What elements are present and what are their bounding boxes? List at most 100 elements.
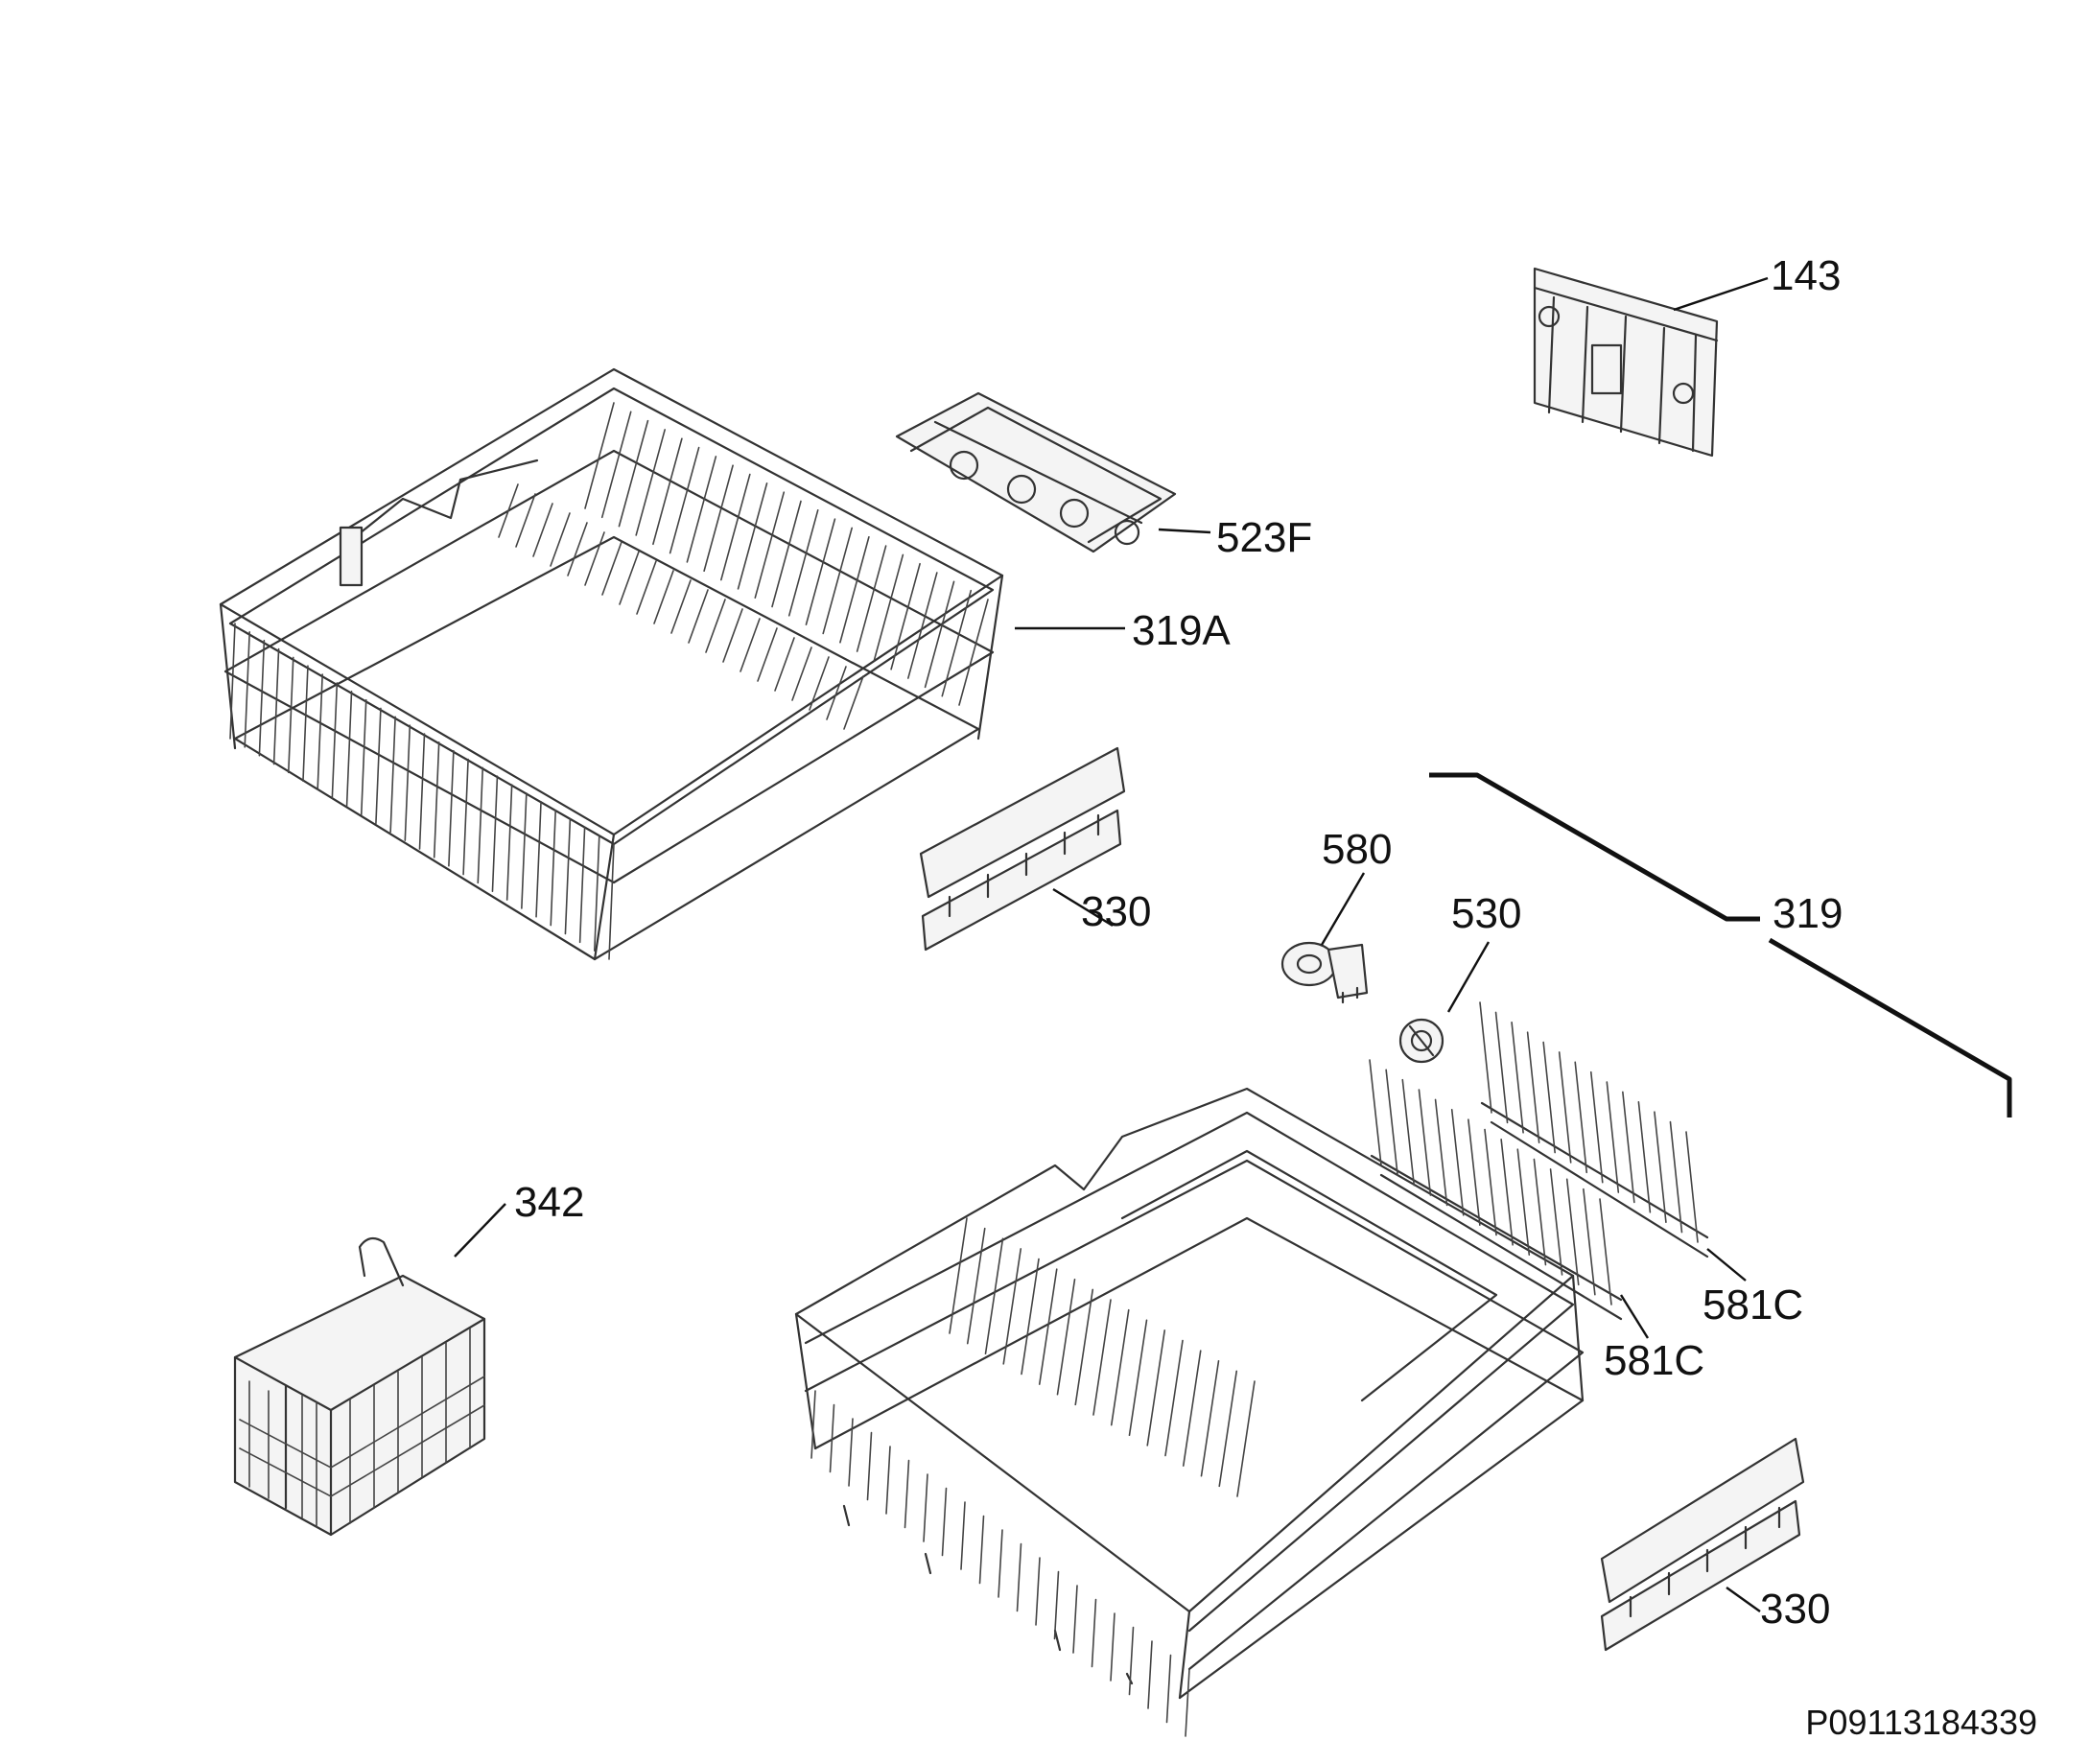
rail-cover-330-bottom (1600, 1437, 1805, 1652)
wire-tine (774, 637, 795, 692)
wire-tine (578, 826, 586, 944)
wire-tine (848, 1418, 854, 1487)
wire-tine (941, 589, 973, 697)
lower-basket-tines (810, 1217, 1256, 1737)
wire-tine (389, 716, 396, 834)
wire-tine (829, 1403, 835, 1473)
wire-tine (873, 553, 904, 662)
wire-tine (317, 673, 323, 790)
wire-tine (1511, 1021, 1524, 1134)
callout-530: 530 (1451, 890, 1521, 937)
wire-tine (418, 733, 426, 850)
wire-tine (1002, 1248, 1022, 1365)
wire-tine (584, 402, 615, 509)
wire-tine (924, 580, 955, 689)
side-strip-319 (1429, 772, 2012, 1117)
callout-319a: 319A (1132, 607, 1231, 654)
wire-tine (550, 809, 557, 927)
wire-tine (653, 570, 674, 624)
wire-tine (535, 800, 542, 918)
wire-tine (809, 656, 830, 711)
wire-tine (843, 675, 864, 730)
folding-tine-rack-523f (895, 391, 1177, 553)
wire-tine (1110, 1612, 1115, 1682)
wire-tine (1622, 1091, 1635, 1204)
wire-tine (1574, 1061, 1588, 1174)
wire-tine (1147, 1640, 1153, 1709)
wire-tine (258, 639, 266, 757)
wire-tine (998, 1529, 1003, 1598)
wire-tine (1091, 1598, 1097, 1668)
wire-tine (907, 572, 938, 679)
wire-tine (1549, 1168, 1563, 1276)
wire-tine (1072, 1585, 1078, 1654)
wire-tine (1450, 1108, 1465, 1216)
wire-tine (805, 518, 836, 625)
wire-tine (1500, 1139, 1514, 1246)
upper-basket-319a (219, 367, 1004, 961)
callout-581c-right: 581C (1703, 1282, 1803, 1329)
wire-tine (1599, 1198, 1612, 1305)
wire-tine (1218, 1370, 1238, 1488)
wire-tine (272, 647, 280, 765)
wire-tine (567, 522, 588, 576)
wire-tine (1583, 1188, 1596, 1296)
wire-tine (822, 527, 853, 635)
wire-tine (856, 545, 887, 652)
rail-cover-330-top (919, 746, 1126, 952)
wire-tine (1074, 1288, 1094, 1406)
wire-tine (885, 1446, 891, 1515)
wire-tine (532, 503, 553, 557)
wire-tine (515, 493, 536, 548)
wire-tine (866, 1431, 873, 1501)
wire-tine (1038, 1268, 1058, 1385)
wire-tine (521, 792, 528, 909)
wire-tine (1494, 1011, 1509, 1124)
upper-basket-tines (229, 402, 989, 960)
wire-tine (302, 665, 309, 783)
tine-row-left-tines (1369, 1059, 1612, 1305)
wire-tine (360, 698, 367, 816)
reference-code: P09113184339 (1805, 1703, 2037, 1742)
wire-tine (1558, 1051, 1572, 1164)
wire-tine (584, 531, 605, 586)
wire-tine (1542, 1041, 1556, 1154)
wire-tine (1369, 1059, 1382, 1166)
wire-tine (1401, 1078, 1416, 1187)
wire-tine (404, 724, 411, 841)
wire-tine (1236, 1380, 1256, 1497)
callout-581c-left: 581C (1604, 1337, 1704, 1384)
wire-tine (331, 682, 339, 799)
wire-tine (619, 551, 640, 605)
wire-tine (1468, 1118, 1481, 1226)
wire-tine (1146, 1329, 1166, 1446)
wire-tine (791, 647, 812, 701)
wire-tine (1164, 1339, 1184, 1457)
wire-tine (1053, 1570, 1060, 1640)
wire-tine (984, 1237, 1004, 1355)
wire-tine (477, 766, 484, 884)
lower-basket (794, 1087, 1585, 1700)
wire-tine (1533, 1158, 1547, 1266)
wire-tine (686, 456, 717, 563)
wire-tine (1128, 1319, 1148, 1437)
wire-tine (1128, 1626, 1135, 1696)
leader-lines (454, 276, 1769, 1612)
wire-tine (1669, 1120, 1683, 1234)
wire-tine (958, 599, 989, 706)
callout-342: 342 (514, 1179, 584, 1226)
wire-tine (564, 817, 572, 935)
wire-tine (670, 579, 692, 634)
wire-tine (1016, 1542, 1022, 1612)
rail-assembly-143 (1533, 267, 1719, 458)
wire-tine (1110, 1308, 1130, 1426)
wire-tine (771, 500, 802, 608)
callout-330-bottom: 330 (1760, 1586, 1830, 1633)
wire-tine (1526, 1031, 1540, 1143)
callout-330-top: 330 (1081, 888, 1151, 935)
wire-tine (966, 1227, 986, 1345)
wire-tine (757, 627, 778, 682)
wire-tine (1385, 1069, 1398, 1177)
wire-tine (960, 1501, 966, 1570)
